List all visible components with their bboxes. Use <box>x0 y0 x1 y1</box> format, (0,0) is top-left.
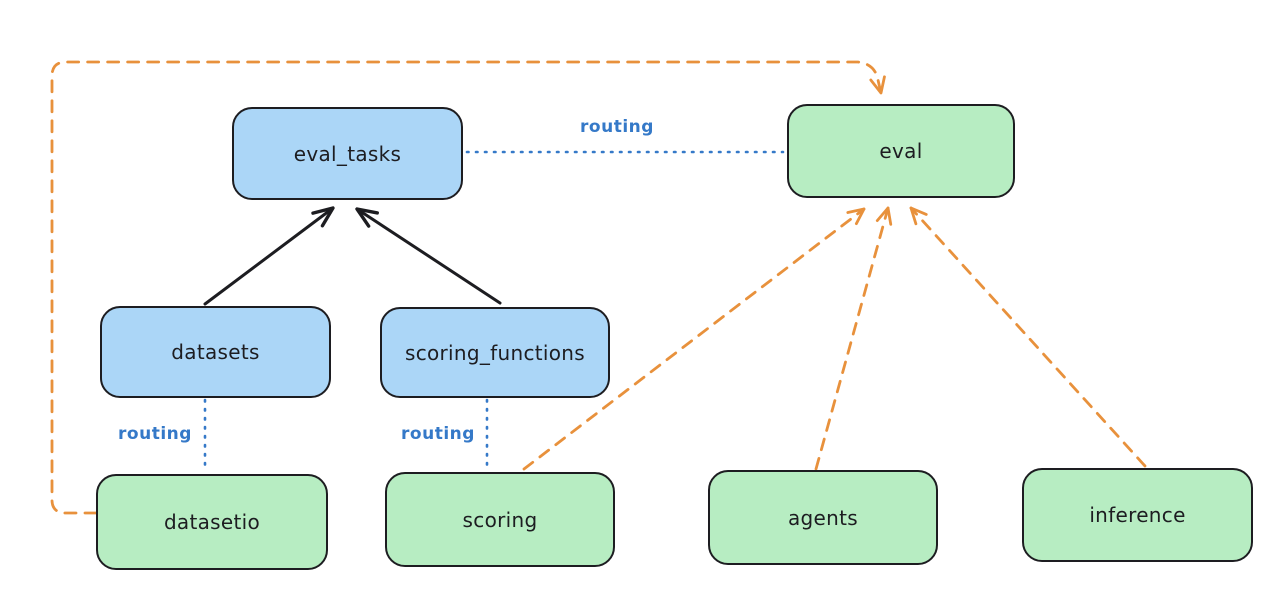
edge-agents-to-eval-dashed-arrow <box>814 206 893 471</box>
node-eval-tasks: eval_tasks <box>232 107 463 200</box>
node-scoring-functions: scoring_functions <box>380 307 610 398</box>
edge-inference-to-eval-dashed-arrow <box>909 206 1147 468</box>
node-inference: inference <box>1022 468 1253 562</box>
edge-scoring-to-eval-dashed-arrow <box>522 207 866 471</box>
node-datasets-label: datasets <box>171 340 260 364</box>
edge-datasets-to-eval-tasks-arrow <box>203 206 335 306</box>
edge-scoring-functions-to-eval-tasks-arrow <box>355 207 502 305</box>
edge-label-routing-scoring-functions-scoring: routing <box>401 424 475 444</box>
node-datasetio-label: datasetio <box>163 510 261 534</box>
node-scoring-functions-label: scoring_functions <box>404 340 586 365</box>
edge-label-routing-eval-tasks-eval: routing <box>580 117 654 137</box>
node-agents-label: agents <box>788 505 858 530</box>
node-eval-tasks-label: eval_tasks <box>293 141 402 166</box>
edge-label-routing-datasets-datasetio: routing <box>118 424 192 444</box>
edge-datasetio-to-eval-dashed-arrow <box>50 60 886 515</box>
node-inference-label: inference <box>1089 503 1186 527</box>
node-scoring-label: scoring <box>462 507 538 532</box>
node-agents: agents <box>708 470 938 565</box>
node-eval: eval <box>787 104 1015 198</box>
node-eval-label: eval <box>879 139 923 163</box>
node-datasetio: datasetio <box>96 474 328 570</box>
node-scoring: scoring <box>385 472 615 567</box>
node-datasets: datasets <box>100 306 331 398</box>
